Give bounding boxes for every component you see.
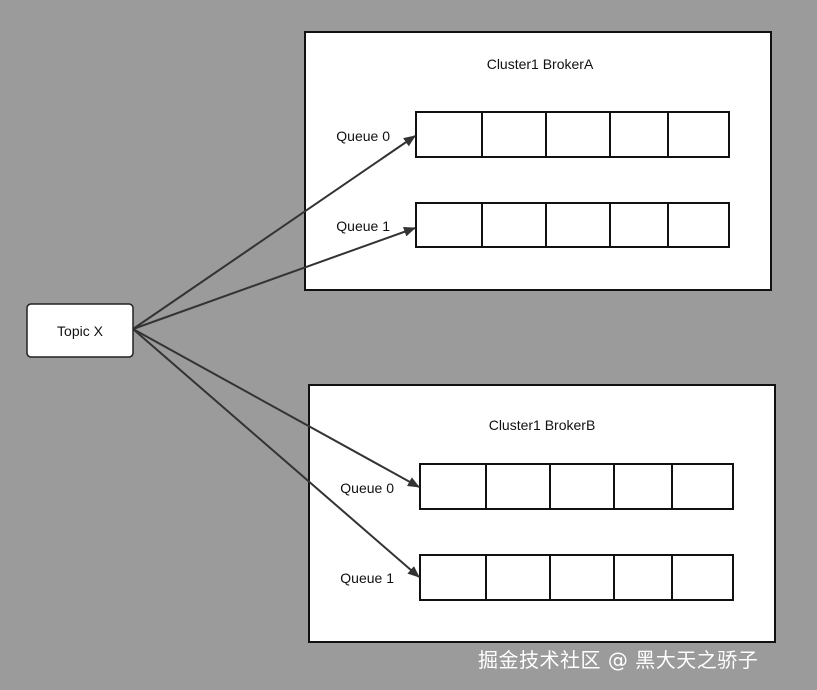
arrow-to-broker-b-queue-0 — [132, 328, 420, 488]
topic-box[interactable] — [26, 303, 134, 358]
queue-cell — [667, 111, 730, 158]
queue-cell — [419, 463, 487, 510]
arrow-to-broker-b-queue-1 — [132, 328, 420, 578]
queue-cell — [481, 202, 547, 248]
broker-a-queue-0: Queue 0 — [336, 111, 730, 158]
queue-cell — [609, 111, 669, 158]
queue-cell — [545, 111, 611, 158]
watermark: 掘金技术社区 @ 黑大天之骄子 — [478, 648, 759, 672]
queue-cell — [613, 554, 673, 601]
queue-cell — [415, 202, 483, 248]
queue-cell — [481, 111, 547, 158]
queue-cell — [549, 463, 615, 510]
broker-a-title: Cluster1 BrokerA — [487, 56, 594, 72]
broker-b-queue-1-label: Queue 1 — [340, 570, 394, 586]
arrow-to-broker-a-queue-1 — [132, 227, 416, 330]
queue-cell — [671, 554, 734, 601]
broker-a-queue-1: Queue 1 — [336, 202, 730, 248]
broker-a-queue-0-label: Queue 0 — [336, 128, 390, 144]
topic-arrows — [132, 135, 420, 578]
queue-cell — [671, 463, 734, 510]
queue-cell — [613, 463, 673, 510]
topic-label: Topic X — [57, 323, 104, 339]
queue-cell — [545, 202, 611, 248]
broker-b-queue-0: Queue 0 — [340, 463, 734, 510]
broker-b-queue-0-label: Queue 0 — [340, 480, 394, 496]
queue-cell — [485, 463, 551, 510]
arrow-to-broker-a-queue-0 — [132, 135, 416, 330]
broker-a-queue-1-label: Queue 1 — [336, 218, 390, 234]
broker-b: Cluster1 BrokerB Queue 0 Queue 1 — [308, 384, 776, 643]
queue-cell — [415, 111, 483, 158]
queue-cell — [419, 554, 487, 601]
broker-b-title: Cluster1 BrokerB — [489, 417, 596, 433]
queue-cell — [549, 554, 615, 601]
queue-cell — [609, 202, 669, 248]
queue-cell — [667, 202, 730, 248]
broker-b-queue-1: Queue 1 — [340, 554, 734, 601]
broker-a: Cluster1 BrokerA Queue 0 Queue 1 — [304, 31, 772, 291]
topic-node[interactable]: Topic X — [26, 303, 134, 358]
queue-cell — [485, 554, 551, 601]
